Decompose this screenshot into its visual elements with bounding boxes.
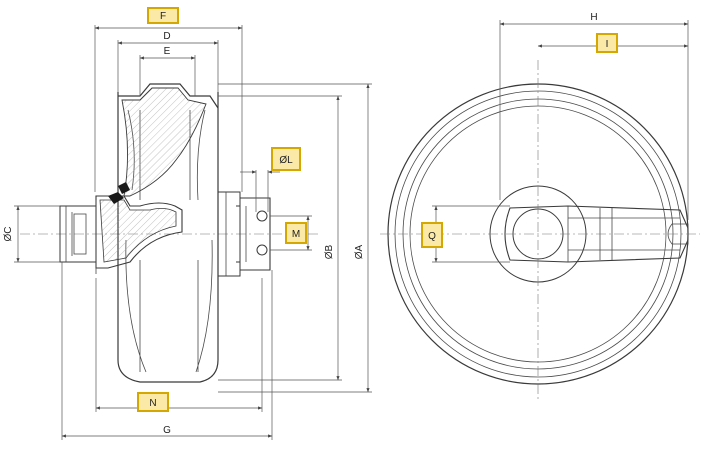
label-box-f	[147, 7, 179, 24]
bolt-hole-lower	[256, 244, 268, 256]
label-l: ØL	[279, 155, 293, 166]
side-section-view	[14, 25, 372, 440]
label-d: D	[163, 31, 170, 42]
hub-hatched	[99, 199, 177, 263]
label-c: ØC	[3, 227, 14, 242]
label-box-i	[596, 33, 618, 53]
label-box-q	[421, 222, 443, 248]
wheel-rim-outline	[117, 92, 219, 383]
seal-ring-upper	[118, 182, 130, 194]
shaft-collar	[73, 213, 87, 255]
rim-lower-profile	[125, 239, 213, 373]
label-b: ØB	[324, 244, 335, 259]
label-box-n	[137, 392, 169, 412]
label-a: ØA	[354, 244, 365, 259]
yoke-arm	[504, 205, 689, 263]
hub-body	[95, 195, 183, 269]
label-n: N	[149, 398, 156, 409]
yoke-end-slot	[667, 223, 689, 245]
label-box-l	[271, 147, 301, 171]
label-f: F	[160, 11, 166, 22]
label-i: I	[606, 39, 609, 50]
seal-ring	[108, 192, 124, 204]
rim-hatched-section	[121, 87, 207, 197]
right-bracket	[236, 197, 271, 271]
label-g: G	[163, 425, 171, 436]
front-view	[380, 20, 700, 400]
label-m: M	[292, 229, 300, 240]
bolt-hole-upper	[256, 210, 268, 222]
right-hub-cap	[217, 191, 241, 277]
label-box-m	[285, 222, 307, 244]
label-e: E	[164, 46, 171, 57]
label-q: Q	[428, 231, 436, 242]
label-h: H	[590, 12, 597, 23]
